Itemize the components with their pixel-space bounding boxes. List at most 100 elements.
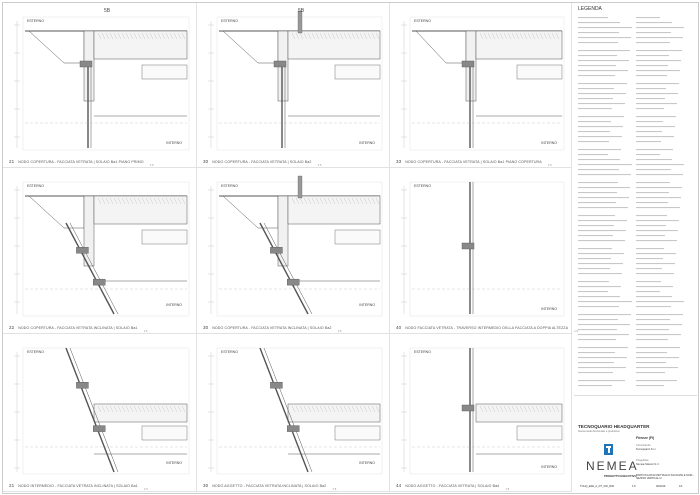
legend-note-line (578, 174, 631, 176)
detail-title: NODO INTERMEDIO - FACCIATA VETRATA INCLI… (18, 484, 138, 488)
legend-note-line (578, 42, 618, 44)
legend-note-line (578, 192, 617, 194)
legend-note-line (636, 324, 682, 326)
label-outside: ESTERNO (414, 19, 431, 23)
slab-hatch (327, 405, 332, 413)
mullion (69, 222, 119, 315)
legend-note-line (578, 32, 619, 34)
label-outside: ESTERNO (27, 350, 44, 354)
legend-note-line (636, 367, 678, 369)
legend-note-line (578, 273, 622, 275)
designer: Nemea Sistemi S.r.l. (636, 463, 660, 466)
canopy (28, 195, 85, 229)
slab-hatch (105, 32, 110, 40)
slab-hatch (335, 405, 340, 413)
detail-scale: 1:5 (144, 488, 148, 491)
slab-hatch (323, 405, 328, 413)
legend-note-line (578, 197, 629, 199)
legend-note-line (636, 197, 681, 199)
detail-drawing (208, 10, 383, 151)
legend-note-line (636, 372, 665, 374)
floor-slab (287, 403, 381, 423)
transom-node (270, 247, 283, 254)
legend-note-line (636, 174, 683, 176)
slab-hatch (157, 197, 162, 205)
legend-note-line (636, 215, 667, 217)
transom-node (273, 60, 287, 68)
transom-node (461, 60, 475, 68)
detail-scale: 1:5 (149, 164, 154, 167)
slab-hatch (519, 32, 524, 40)
slab-hatch (295, 32, 300, 40)
legend-note-line (578, 65, 616, 67)
detail-number: 22 (9, 325, 15, 330)
legend-note-line (578, 103, 625, 105)
label-inside: INTERNO (541, 465, 557, 469)
detail-drawing (401, 181, 565, 317)
slab-hatch (173, 197, 178, 205)
slab-hatch (363, 32, 368, 40)
legend-note-line (578, 324, 630, 326)
legend-title: LEGENDA (578, 6, 602, 12)
drawing-title: PARTICOLARI DI DETTAGLIO FACCIATE E NODI… (636, 474, 694, 480)
label-outside: ESTERNO (221, 350, 238, 354)
slab-hatch (291, 32, 296, 40)
legend-note-line (578, 329, 617, 331)
floor-slab (93, 403, 188, 423)
slab-hatch (363, 405, 368, 413)
slab-hatch (133, 32, 138, 40)
legend-note-line (578, 164, 632, 166)
client-logo (604, 444, 613, 455)
slab-hatch (531, 32, 536, 40)
slab-hatch (491, 32, 496, 40)
legend-note-line (636, 55, 669, 57)
legend-note-line (578, 380, 625, 382)
title-block: TECNOQUARIO HEADQUARTER Nuova sede direz… (574, 395, 697, 493)
slab-hatch (299, 32, 304, 40)
slab-hatch (165, 405, 170, 413)
slab-hatch (371, 32, 376, 40)
legend-note-line (578, 362, 614, 364)
legend-note-line (636, 248, 664, 250)
legend-note-line (578, 126, 623, 128)
slab-hatch (483, 405, 488, 413)
slab-hatch (319, 405, 324, 413)
slab-hatch (295, 405, 300, 413)
detail-title: NODO COPERTURA - FACCIATA VETRATA INCLIN… (212, 326, 332, 330)
location: Firenze (FI) (636, 436, 655, 440)
slab-hatch (117, 32, 122, 40)
legend-note-line (578, 263, 623, 265)
floor-slab (287, 30, 381, 60)
legend-notes (578, 17, 684, 387)
slab-hatch (351, 197, 356, 205)
slab-hatch (137, 405, 142, 413)
slab-hatch (109, 32, 114, 40)
slab-hatch (543, 32, 548, 40)
project-subtitle: Nuova sede direzionale e produttiva (578, 430, 620, 433)
legend-note-line (578, 385, 612, 387)
phase: PROGETTO ESECUTIVO (604, 474, 637, 478)
detail-drawing (401, 347, 565, 475)
transom-node (461, 242, 475, 250)
floor-slab (475, 30, 563, 60)
legend-note-line (636, 230, 678, 232)
slab-hatch (105, 197, 110, 205)
slab-hatch (495, 405, 500, 413)
legend-note-line (636, 362, 666, 364)
slab-hatch (125, 32, 130, 40)
slab-hatch (109, 405, 114, 413)
legend-note-line (578, 291, 608, 293)
slab-hatch (323, 32, 328, 40)
detail-title: NODO FACCIATA VETRATA - TRAVERSO INTERME… (405, 326, 569, 330)
slab-hatch (347, 32, 352, 40)
legend-note-line (636, 169, 671, 171)
slab-hatch (311, 405, 316, 413)
slab-hatch (507, 405, 512, 413)
slab-hatch (483, 32, 488, 40)
